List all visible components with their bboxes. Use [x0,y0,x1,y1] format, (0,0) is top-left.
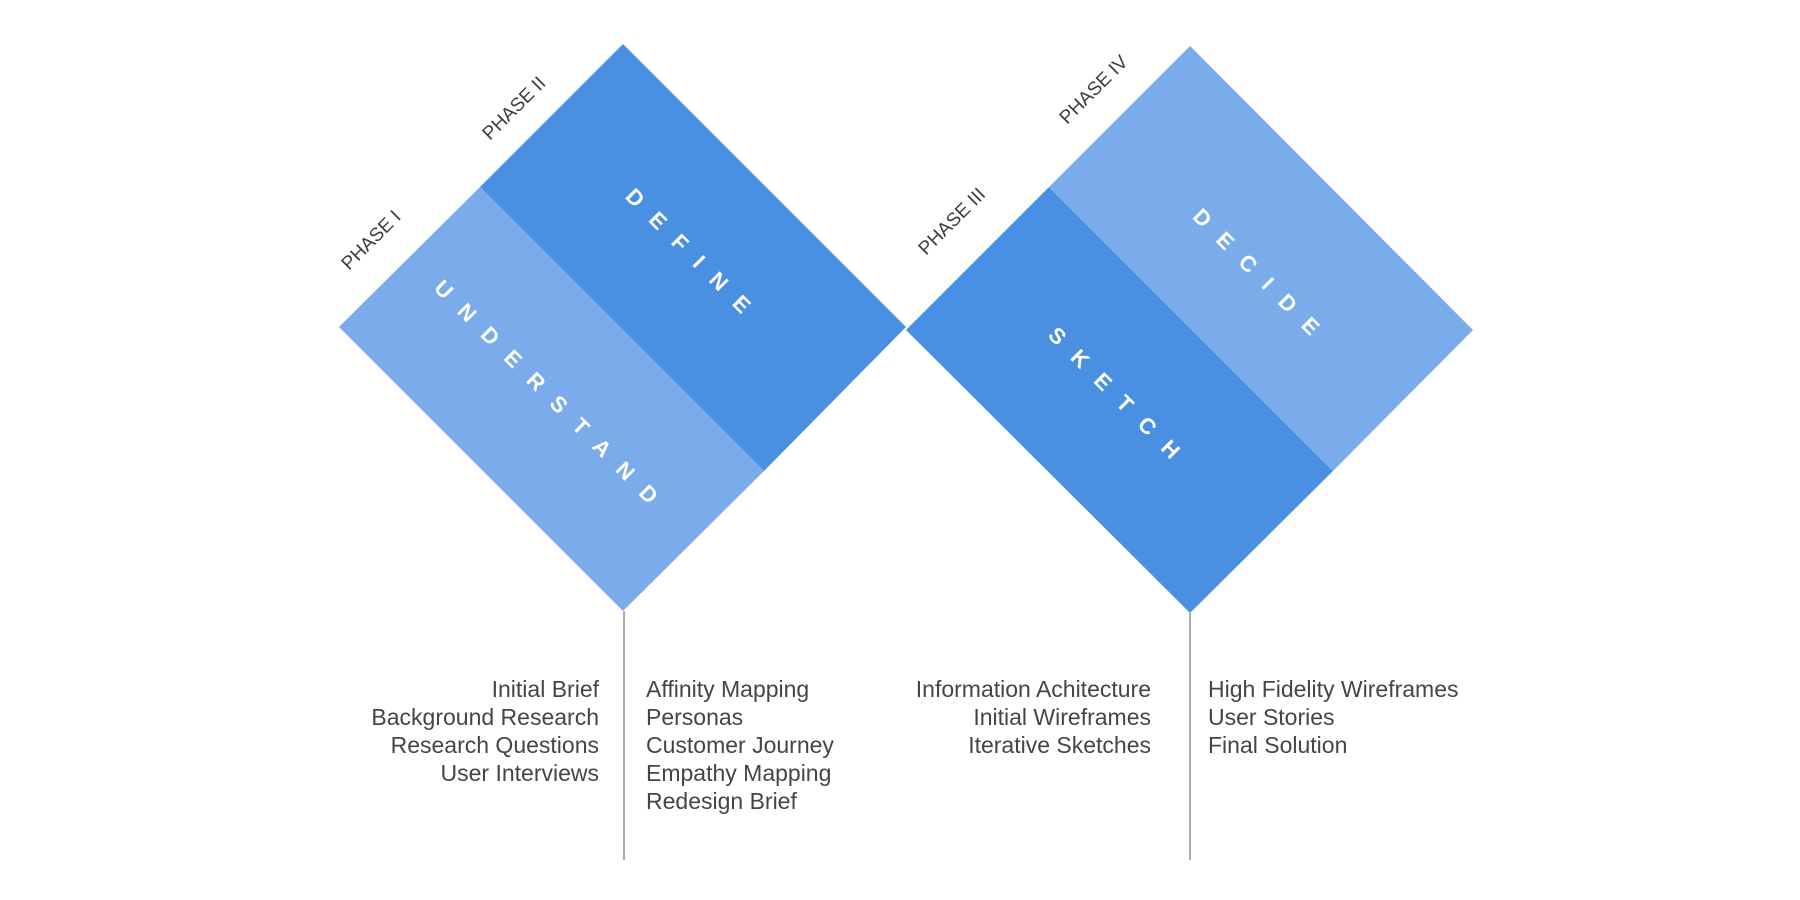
list-item: User Interviews [440,760,599,786]
list-item: User Stories [1208,704,1335,730]
phase-2-steps: Affinity Mapping Personas Customer Journ… [646,675,834,815]
list-item: Information Achitecture [915,676,1151,702]
phase-2-region [480,44,906,471]
list-item: Personas [646,704,744,730]
list-item: High Fidelity Wireframes [1208,676,1459,702]
phase-1-steps: Initial Brief Background Research Resear… [371,675,599,787]
diamond-left [339,44,906,611]
list-item: Empathy Mapping [646,760,832,786]
list-item: Iterative Sketches [968,732,1151,758]
phase-1-label: PHASE I [338,207,406,275]
list-item: Background Research [371,704,599,730]
phase-3-label: PHASE III [915,184,990,259]
list-item: Customer Journey [646,732,834,758]
list-item: Final Solution [1208,732,1348,758]
list-item: Affinity Mapping [646,676,810,702]
list-item: Research Questions [390,732,599,758]
list-item: Redesign Brief [646,788,797,814]
phase-1-region [339,187,764,611]
phase-4-steps: High Fidelity Wireframes User Stories Fi… [1208,675,1459,759]
list-item: Initial Wireframes [973,704,1151,730]
phase-3-steps: Information Achitecture Initial Wirefram… [916,675,1151,759]
diamond-right [906,46,1473,613]
phase-4-region [1049,46,1473,471]
list-item: Initial Brief [491,676,599,702]
phase-3-region [906,187,1333,613]
